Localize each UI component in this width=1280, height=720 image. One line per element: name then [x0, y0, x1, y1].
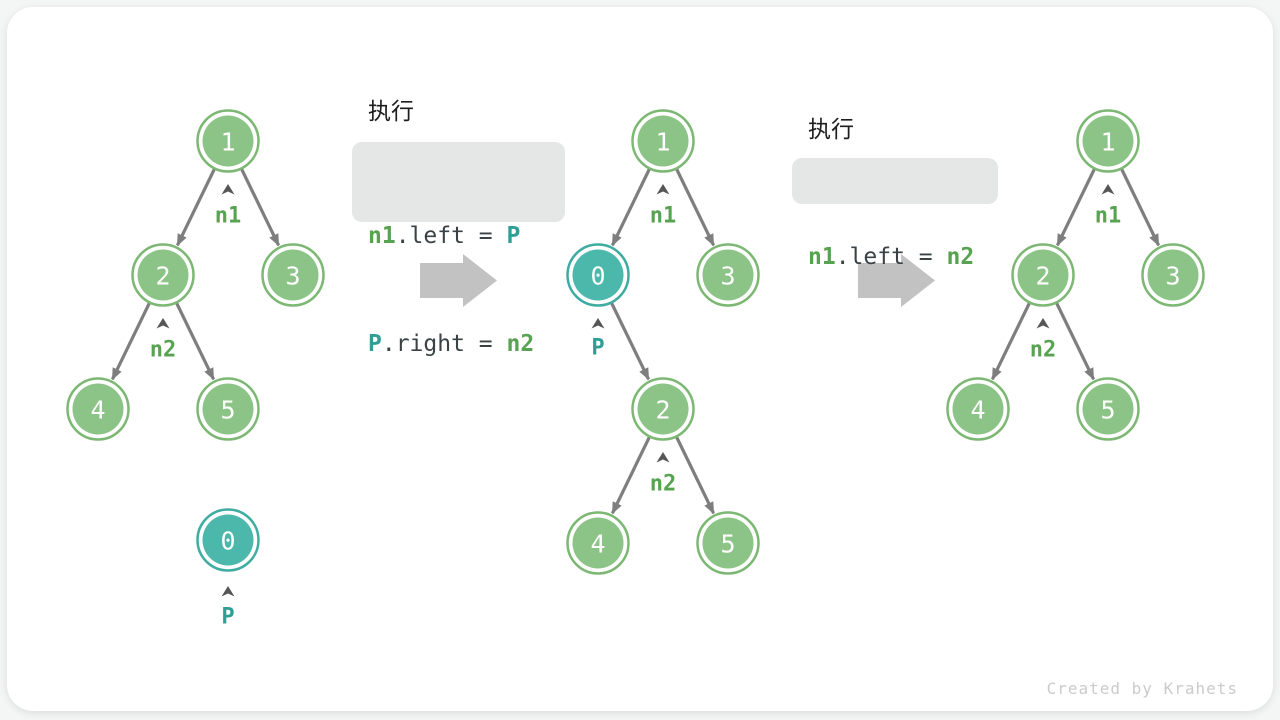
tree-inserted-edges	[596, 140, 716, 515]
tree-node-2: 2	[131, 243, 195, 307]
pointer-label-n1: n1	[650, 204, 677, 229]
tree-node-1: 1	[631, 109, 695, 173]
code-token: P	[506, 223, 521, 249]
code-block-2: n1.left = n2	[792, 158, 998, 270]
node-value: 5	[1100, 396, 1115, 425]
pointer-caret-n1	[1101, 184, 1115, 195]
code-line: n1.left = P	[368, 218, 549, 254]
tree-node-3: 3	[261, 243, 325, 307]
node-value: 5	[220, 396, 235, 425]
tree-node-5: 5	[696, 511, 760, 575]
pointer-label-n2: n2	[650, 472, 677, 497]
tree-node-p: 0	[566, 243, 630, 307]
pointer-label-n1: n1	[1095, 204, 1122, 229]
pointer-label-p: P	[221, 605, 234, 630]
tree-node-4: 4	[566, 511, 630, 575]
pointer-caret-n1	[221, 184, 235, 195]
node-value: 3	[720, 262, 735, 291]
pointer-label-n2: n2	[1030, 338, 1057, 363]
code-token: n1	[808, 244, 836, 270]
code-token: .left =	[835, 244, 947, 270]
tree-node-3: 3	[1141, 243, 1205, 307]
tree-final: 1 2 3 4 5 n1 n2	[946, 109, 1205, 441]
code-token: .right =	[381, 331, 507, 357]
pointer-caret-p	[221, 586, 235, 597]
node-value: 4	[90, 396, 105, 425]
tree-node-1: 1	[1076, 109, 1140, 173]
node-value: 5	[720, 530, 735, 559]
code-block-1: n1.left = P P.right = n2	[352, 142, 565, 357]
pointer-label-n1: n1	[215, 204, 242, 229]
node-value: 3	[1165, 262, 1180, 291]
node-value: 0	[220, 527, 235, 556]
tree-node-2: 2	[1011, 243, 1075, 307]
code-token: n2	[946, 244, 975, 270]
code-line: P.right = n2	[368, 326, 549, 362]
node-value: 4	[590, 530, 605, 559]
tree-node-3: 3	[696, 243, 760, 307]
credit-text: Created by Krahets	[1046, 679, 1238, 698]
exec-title-1: 执行	[368, 99, 414, 125]
code-token: n2	[506, 331, 535, 357]
code-token: n1	[368, 223, 396, 249]
node-value: 4	[970, 396, 985, 425]
pointer-label-p: P	[591, 336, 604, 361]
tree-inserted: 1 0 3 2 4 5 n1 P	[566, 109, 760, 575]
node-value: 2	[655, 396, 670, 425]
pointer-caret-n2	[156, 318, 170, 329]
tree-node-4: 4	[66, 377, 130, 441]
pointer-caret-p	[591, 318, 605, 329]
node-value: 1	[1100, 128, 1115, 157]
code-token: .left =	[395, 223, 507, 249]
node-value: 1	[655, 128, 670, 157]
exec-title-2: 执行	[808, 117, 854, 143]
node-value: 2	[155, 262, 170, 291]
node-value: 3	[285, 262, 300, 291]
node-value: 1	[220, 128, 235, 157]
step-arrow-2	[858, 254, 935, 307]
tree-node-4: 4	[946, 377, 1010, 441]
code-line: n1.left = n2	[808, 238, 982, 276]
tree-node-p: 0	[196, 508, 260, 572]
step-arrow-1	[420, 254, 497, 307]
node-value: 0	[590, 262, 605, 291]
tree-node-2: 2	[631, 377, 695, 441]
pointer-caret-n2	[656, 452, 670, 463]
tree-node-5: 5	[196, 377, 260, 441]
code-token: P	[368, 331, 382, 357]
pointer-caret-n1	[656, 184, 670, 195]
tree-node-5: 5	[1076, 377, 1140, 441]
node-value: 2	[1035, 262, 1050, 291]
tree-node-1: 1	[196, 109, 260, 173]
pointer-label-n2: n2	[150, 338, 177, 363]
pointer-caret-n2	[1036, 318, 1050, 329]
tree-initial: 1 2 3 4 5 0 n1 n2	[66, 109, 325, 630]
